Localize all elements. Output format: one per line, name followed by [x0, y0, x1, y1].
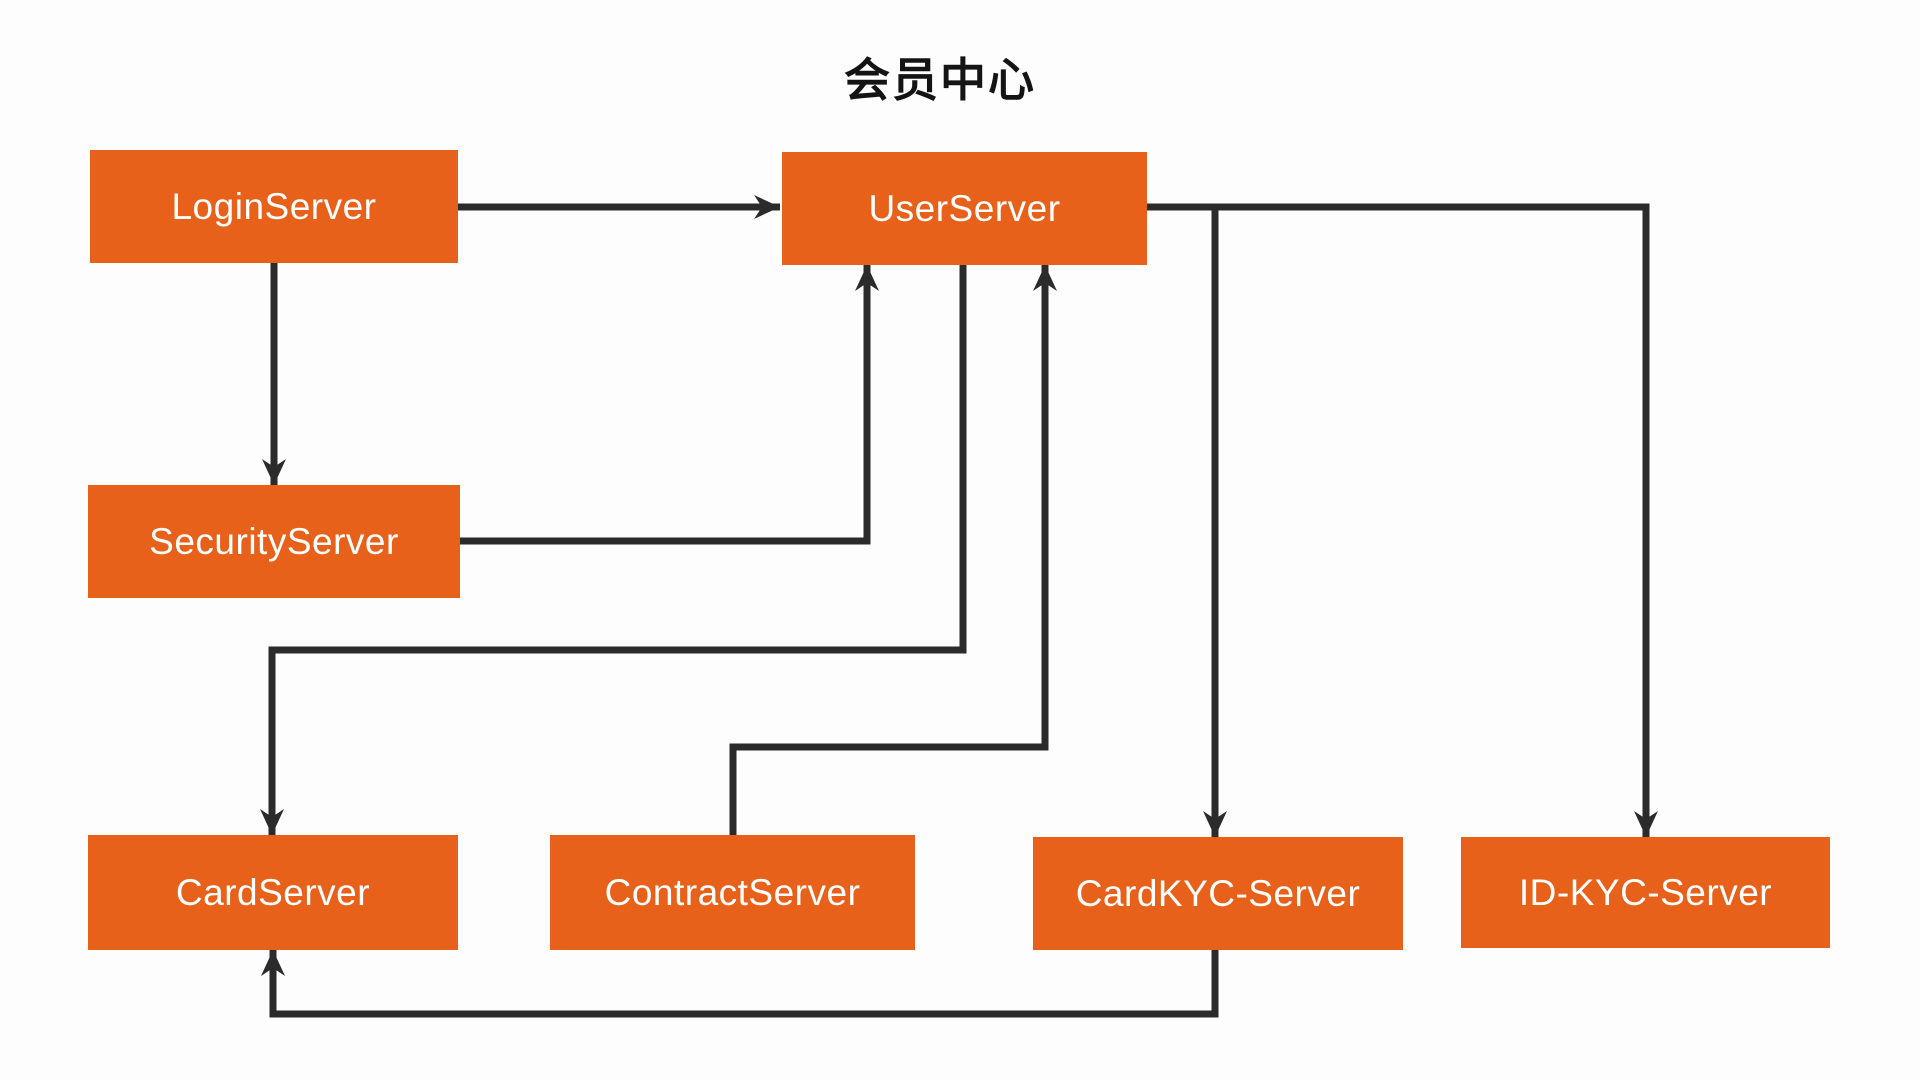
edge-contractserver-to-userserver: [729, 265, 1057, 835]
node-card-kyc-server: CardKYC-Server: [1033, 837, 1403, 950]
edge-securityserver-to-userserver: [460, 265, 879, 545]
node-security-server: SecurityServer: [88, 485, 460, 598]
node-login-server: LoginServer: [90, 150, 458, 263]
node-id-kyc-server: ID-KYC-Server: [1461, 837, 1830, 948]
node-contract-server: ContractServer: [550, 835, 915, 950]
edge-cardkycserver-to-cardserver: [261, 950, 1219, 1018]
node-label: SecurityServer: [149, 520, 399, 562]
node-user-server: UserServer: [782, 152, 1147, 265]
node-label: UserServer: [868, 187, 1061, 229]
node-label: ID-KYC-Server: [1518, 871, 1773, 913]
node-label: ContractServer: [604, 871, 861, 913]
edge-userserver-to-cardserver: [260, 265, 967, 835]
node-label: LoginServer: [171, 185, 377, 227]
edge-userserver-to-idkycserver: [1147, 203, 1658, 837]
node-card-server: CardServer: [88, 835, 458, 950]
node-label: CardServer: [175, 871, 371, 913]
node-label: CardKYC-Server: [1075, 872, 1361, 914]
diagram-title: 会员中心: [844, 54, 1036, 106]
